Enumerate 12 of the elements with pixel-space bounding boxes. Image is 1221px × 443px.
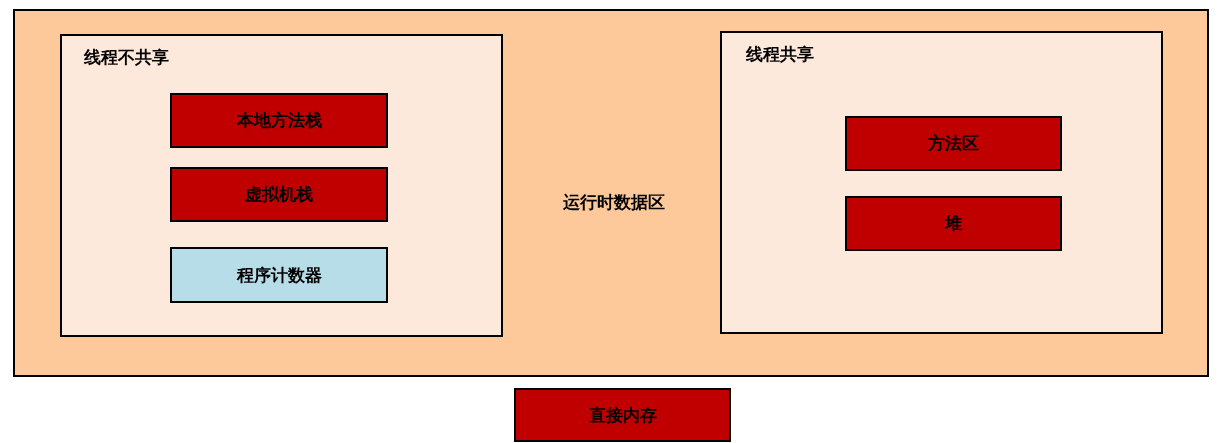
memory-region (13, 9, 1209, 377)
memory-area-box: 本地方法栈 (170, 93, 388, 148)
panel-heading: 线程不共享 (84, 46, 169, 69)
memory-area-box: 堆 (845, 196, 1062, 251)
group-panel (60, 34, 503, 337)
group-panel (720, 31, 1163, 334)
panel-heading: 线程共享 (746, 43, 814, 66)
memory-area-box: 方法区 (845, 116, 1062, 171)
memory-area-box: 直接内存 (514, 388, 731, 442)
region-label: 运行时数据区 (563, 191, 665, 214)
memory-area-box: 虚拟机栈 (170, 167, 388, 222)
memory-area-box: 程序计数器 (170, 247, 388, 303)
